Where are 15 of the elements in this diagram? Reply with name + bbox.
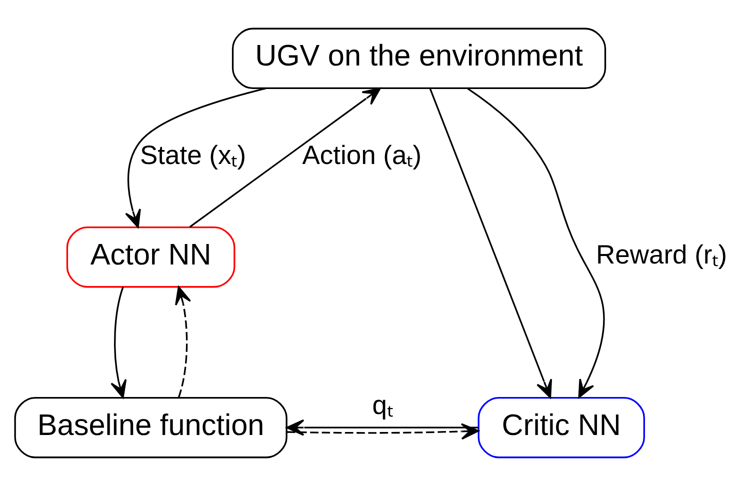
node-box: Critic NN bbox=[478, 396, 645, 458]
arrow bbox=[175, 286, 192, 398]
arrow bbox=[110, 286, 127, 398]
arrow bbox=[467, 87, 605, 398]
edge-label: qₜ bbox=[372, 390, 393, 420]
edge-label: Action (aₜ) bbox=[302, 140, 422, 170]
edge-label: State (xₜ) bbox=[140, 140, 246, 170]
node-box: Baseline function bbox=[14, 396, 288, 458]
arrow bbox=[429, 88, 552, 398]
arrow bbox=[286, 418, 478, 436]
arrow bbox=[189, 87, 381, 228]
edge-label: Reward (rₜ) bbox=[596, 238, 728, 269]
node-box: UGV on the environment bbox=[232, 27, 606, 89]
node-box: Actor NN bbox=[66, 226, 236, 288]
arrow bbox=[125, 87, 266, 228]
